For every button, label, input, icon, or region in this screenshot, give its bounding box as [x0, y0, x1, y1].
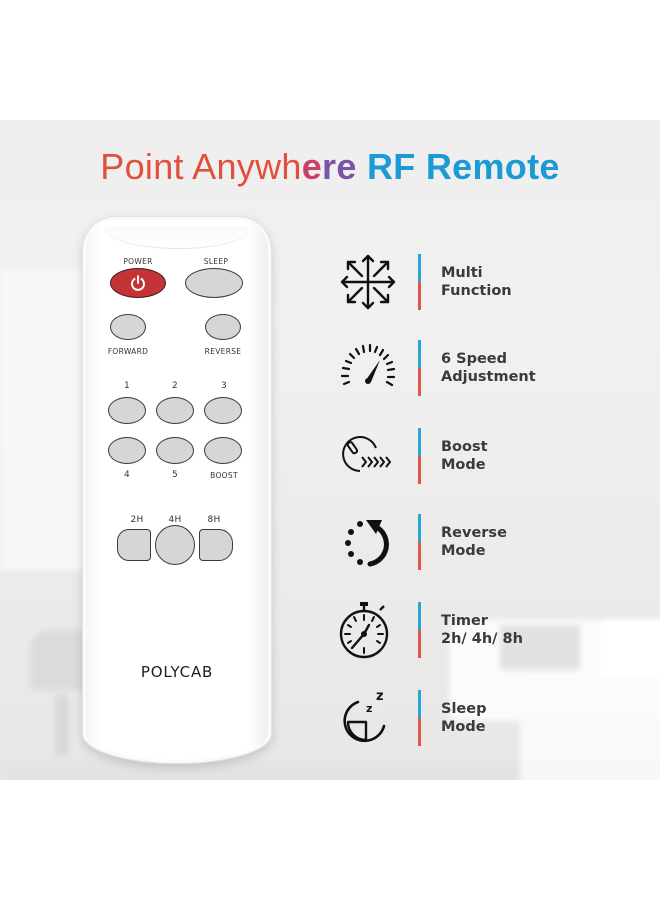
accent-bar [418, 514, 421, 570]
background-cushion-white [600, 620, 660, 680]
speed-3-button[interactable] [204, 397, 242, 424]
sleep-button[interactable] [185, 268, 243, 298]
boost-label: BOOST [210, 471, 238, 480]
timer-2h-button[interactable] [117, 529, 151, 561]
sleep-label: SLEEP [203, 257, 229, 266]
headline-gradient-letter: r [322, 146, 337, 187]
feature-subtitle: Mode [441, 457, 486, 473]
forward-label: FORWARD [107, 347, 149, 356]
speed-5-button[interactable] [156, 437, 194, 464]
background-cushion [500, 625, 580, 670]
feature-title: Reverse [441, 525, 507, 541]
background-floor [0, 760, 660, 780]
accent-bar [418, 428, 421, 484]
feature-multi-function: Multi Function [336, 250, 636, 320]
feature-sleep-mode: z z Sleep Mode [336, 686, 636, 756]
feature-label: Multi Function [441, 264, 512, 300]
background-chair-leg [55, 695, 69, 755]
stopwatch-icon [339, 602, 389, 659]
remote-top-contour [103, 227, 253, 249]
feature-title: Multi [441, 265, 483, 281]
reverse-rotation-icon [345, 520, 389, 567]
speedometer-icon [340, 343, 396, 387]
timer-8h-label: 8H [207, 515, 221, 525]
timer-8h-button[interactable] [199, 529, 233, 561]
reverse-button[interactable] [205, 314, 241, 340]
speed-3-label: 3 [220, 381, 228, 391]
svg-text:z: z [366, 702, 372, 715]
feature-title: Sleep [441, 701, 487, 717]
feature-label: 6 Speed Adjustment [441, 350, 536, 386]
feature-subtitle: Function [441, 283, 512, 299]
feature-subtitle: Adjustment [441, 369, 536, 385]
feature-reverse-mode: Reverse Mode [336, 510, 636, 580]
speed-5-label: 5 [171, 470, 179, 480]
brand-logo: POLYCAB [140, 663, 214, 681]
timer-4h-label: 4H [168, 515, 182, 525]
power-button[interactable] [110, 268, 166, 298]
accent-bar [418, 602, 421, 658]
feature-speed-adjustment: 6 Speed Adjustment [336, 336, 636, 406]
headline-gradient-letter: e [336, 146, 367, 187]
headline-part-point-anywhere: Point Anywh [100, 146, 302, 187]
accent-bar [418, 340, 421, 396]
feature-boost-mode: Boost Mode [336, 424, 636, 494]
power-icon [131, 275, 145, 291]
timer-4h-button[interactable] [155, 525, 195, 565]
feature-subtitle: 2h/ 4h/ 8h [441, 631, 523, 647]
feature-label: Reverse Mode [441, 524, 507, 560]
speed-1-label: 1 [123, 381, 131, 391]
speed-1-button[interactable] [108, 397, 146, 424]
power-label: POWER [123, 257, 153, 266]
feature-title: Timer [441, 613, 488, 629]
feature-subtitle: Mode [441, 719, 486, 735]
feature-label: Sleep Mode [441, 700, 486, 736]
feature-subtitle: Mode [441, 543, 486, 559]
feature-title: Boost [441, 439, 488, 455]
reverse-label: REVERSE [204, 347, 242, 356]
boost-button[interactable] [204, 437, 242, 464]
feature-label: Boost Mode [441, 438, 488, 474]
accent-bar [418, 254, 421, 310]
headline-gradient-letter: e [301, 146, 323, 187]
headline: Point Anywhere RF Remote [0, 146, 660, 188]
feature-title: 6 Speed [441, 351, 508, 367]
speed-4-label: 4 [123, 470, 131, 480]
speed-2-button[interactable] [156, 397, 194, 424]
feature-label: Timer 2h/ 4h/ 8h [441, 612, 523, 648]
background-sofa-seat [520, 680, 660, 780]
sleep-moon-icon: z z [343, 689, 386, 743]
timer-2h-label: 2H [130, 515, 144, 525]
remote-control: POWER SLEEP FORWARD REVERSE 1 2 3 4 5 BO… [82, 216, 272, 764]
speed-2-label: 2 [171, 381, 179, 391]
feature-timer: Timer 2h/ 4h/ 8h [336, 598, 636, 668]
accent-bar [418, 690, 421, 746]
multi-direction-arrows-icon [340, 254, 396, 310]
headline-part-rf-remote: RF Remote [366, 146, 560, 187]
svg-text:z: z [376, 689, 384, 704]
boost-fan-icon [342, 436, 391, 472]
forward-button[interactable] [110, 314, 146, 340]
speed-4-button[interactable] [108, 437, 146, 464]
